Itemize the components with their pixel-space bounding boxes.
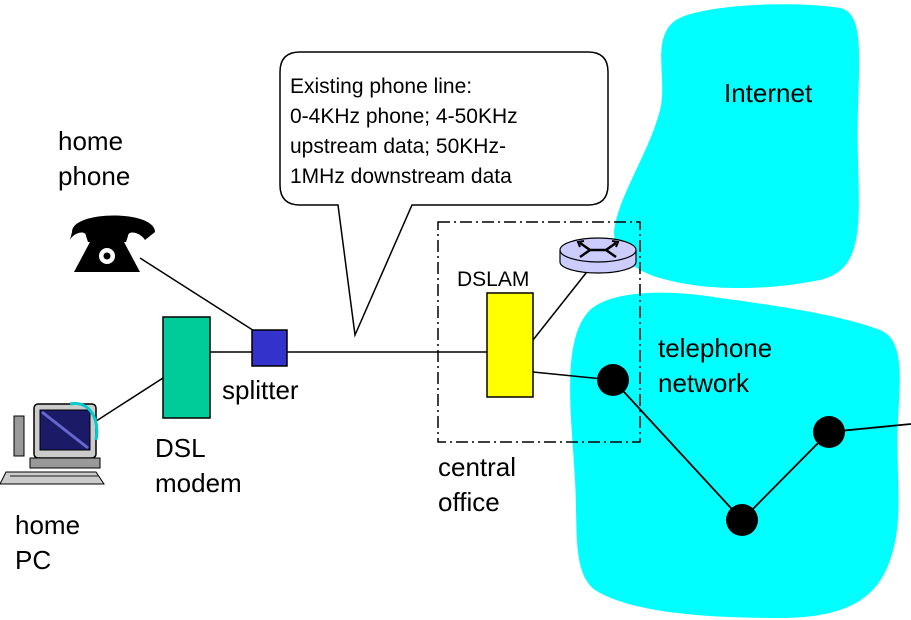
home-phone-label: home phone bbox=[58, 126, 130, 191]
network-node bbox=[597, 364, 629, 396]
splitter bbox=[251, 329, 288, 367]
network-link-1 bbox=[612, 379, 743, 521]
dsl-modem bbox=[162, 316, 211, 419]
central-office-label: central office bbox=[438, 452, 523, 517]
home-pc-label: home PC bbox=[15, 510, 87, 575]
computer-icon bbox=[0, 402, 105, 485]
network-node bbox=[813, 416, 845, 448]
internet-cloud bbox=[614, 4, 860, 289]
callout-text: Existing phone line: 0-4KHz phone; 4-50K… bbox=[290, 75, 523, 188]
phone-to-splitter-line bbox=[139, 257, 263, 337]
pc-to-modem-line bbox=[89, 377, 164, 426]
router-icon bbox=[559, 237, 637, 274]
telephone-network-label: telephone network bbox=[658, 333, 779, 398]
central-office-box bbox=[437, 221, 641, 443]
internet-label: Internet bbox=[724, 78, 813, 108]
callout-line: Existing phone line: bbox=[290, 75, 472, 98]
callout-line: 1MHz downstream data bbox=[290, 165, 512, 188]
dslam bbox=[486, 292, 534, 398]
dslam-to-router-line bbox=[532, 267, 591, 341]
callout-bubble bbox=[279, 51, 609, 338]
network-link-2 bbox=[741, 431, 830, 521]
telephone-icon bbox=[70, 215, 155, 272]
dsl-modem-label: DSL modem bbox=[155, 433, 242, 498]
telephone-network-cloud bbox=[570, 292, 900, 618]
callout-line: 0-4KHz phone; 4-50KHz bbox=[290, 105, 518, 128]
callout-line: upstream data; 50KHz- bbox=[290, 135, 506, 158]
splitter-label: splitter bbox=[222, 375, 299, 405]
network-node bbox=[726, 504, 758, 536]
dslam-label: DSLAM bbox=[457, 268, 529, 291]
